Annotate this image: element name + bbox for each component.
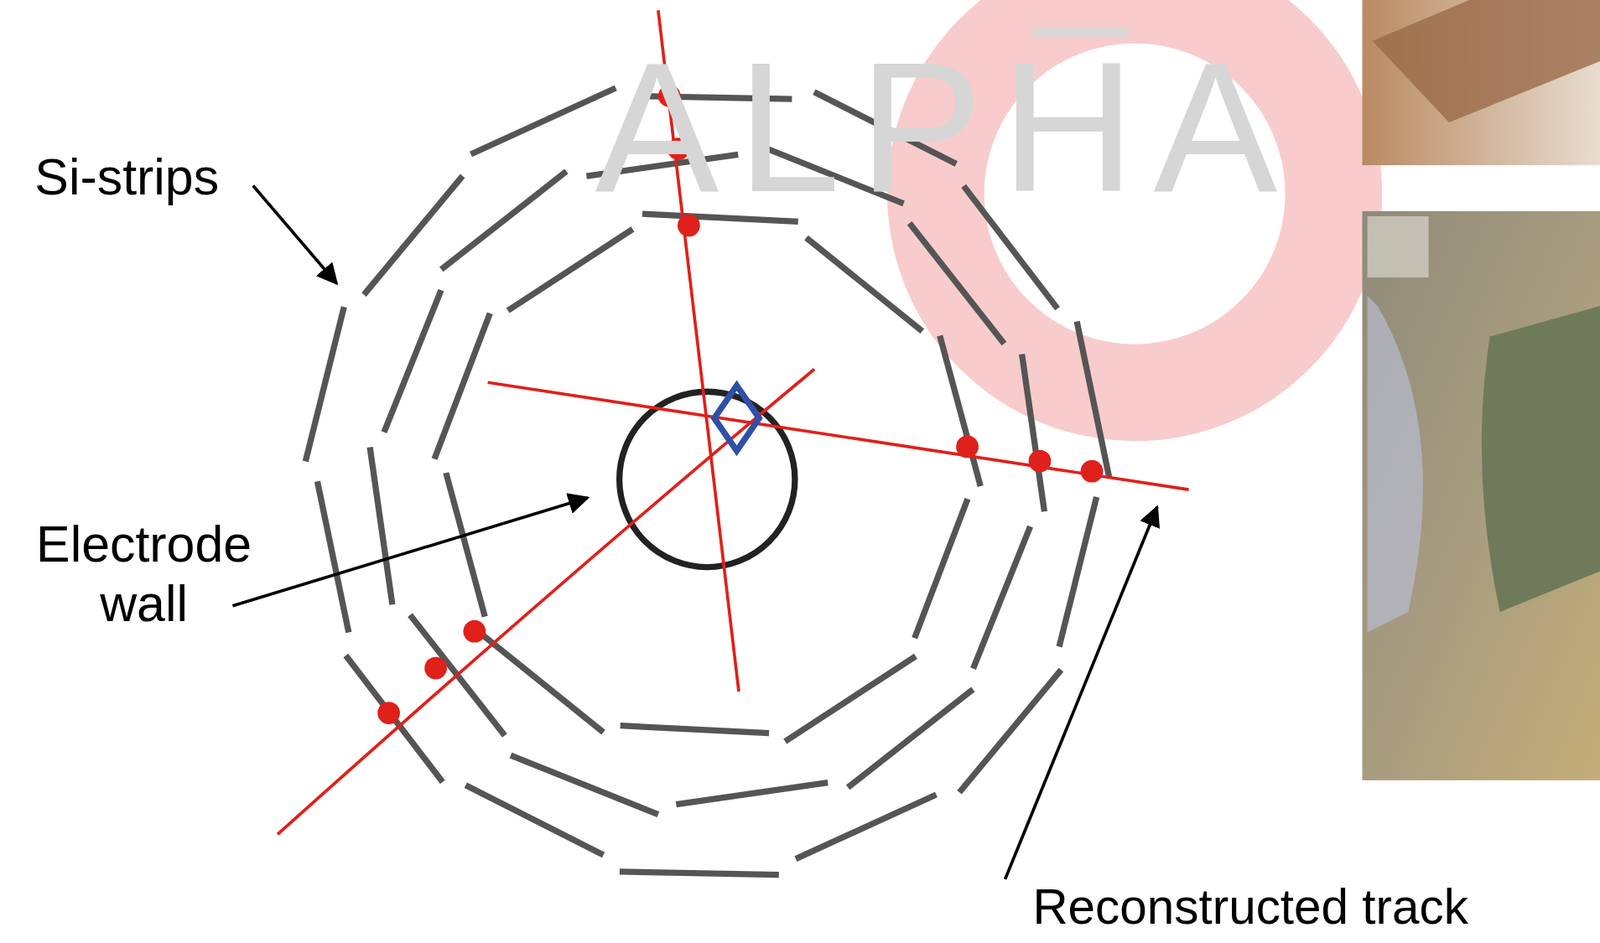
si-strip <box>959 670 1061 793</box>
si-strip <box>434 313 490 460</box>
si-strip <box>619 872 780 876</box>
photo-detail <box>1367 216 1429 278</box>
photo-detail <box>1367 296 1424 634</box>
detector-photo <box>1361 211 1600 781</box>
track-line <box>488 382 1190 490</box>
si-strip <box>1022 354 1045 513</box>
part-label: Electrode wall <box>10 516 278 634</box>
hit-dot <box>1028 450 1052 473</box>
si-strip <box>1059 497 1097 648</box>
vertex-diamond <box>714 385 760 452</box>
si-strip <box>369 447 393 606</box>
si-strip <box>795 794 936 860</box>
si-strip <box>847 689 973 788</box>
si-strip <box>471 88 617 155</box>
leader-arrow <box>232 498 588 607</box>
leader-arrow <box>1005 507 1158 880</box>
detector-photo <box>1361 0 1600 166</box>
si-strip <box>1076 322 1110 478</box>
part-label: Si-strips <box>34 149 219 208</box>
si-strip <box>305 306 344 462</box>
si-strip <box>510 755 659 816</box>
part-label: Reconstructed track <box>1032 879 1468 936</box>
si-strip <box>784 656 916 743</box>
si-strip <box>909 223 1005 344</box>
hit-dot <box>462 620 486 644</box>
si-strip <box>465 785 603 856</box>
si-strip <box>940 336 982 488</box>
photo-detail <box>1372 0 1600 123</box>
si-strip <box>482 634 604 733</box>
si-strip <box>316 481 349 633</box>
hit-dot <box>377 701 400 725</box>
si-strip <box>972 526 1030 670</box>
hit-dot <box>1080 460 1104 484</box>
track-line <box>277 368 815 835</box>
si-strip <box>384 290 442 433</box>
si-strip <box>805 238 922 332</box>
hit-dot <box>424 657 447 681</box>
si-strip <box>441 171 567 270</box>
si-strip <box>675 783 828 806</box>
si-strip <box>363 176 463 296</box>
si-strip <box>446 472 485 617</box>
hit-dot <box>955 436 979 459</box>
si-strip <box>508 228 634 311</box>
si-strip <box>914 498 968 639</box>
si-strip <box>620 726 769 734</box>
leader-arrow <box>253 185 338 284</box>
photo-detail <box>1481 306 1600 613</box>
watermark: ALPHA <box>594 20 1296 234</box>
